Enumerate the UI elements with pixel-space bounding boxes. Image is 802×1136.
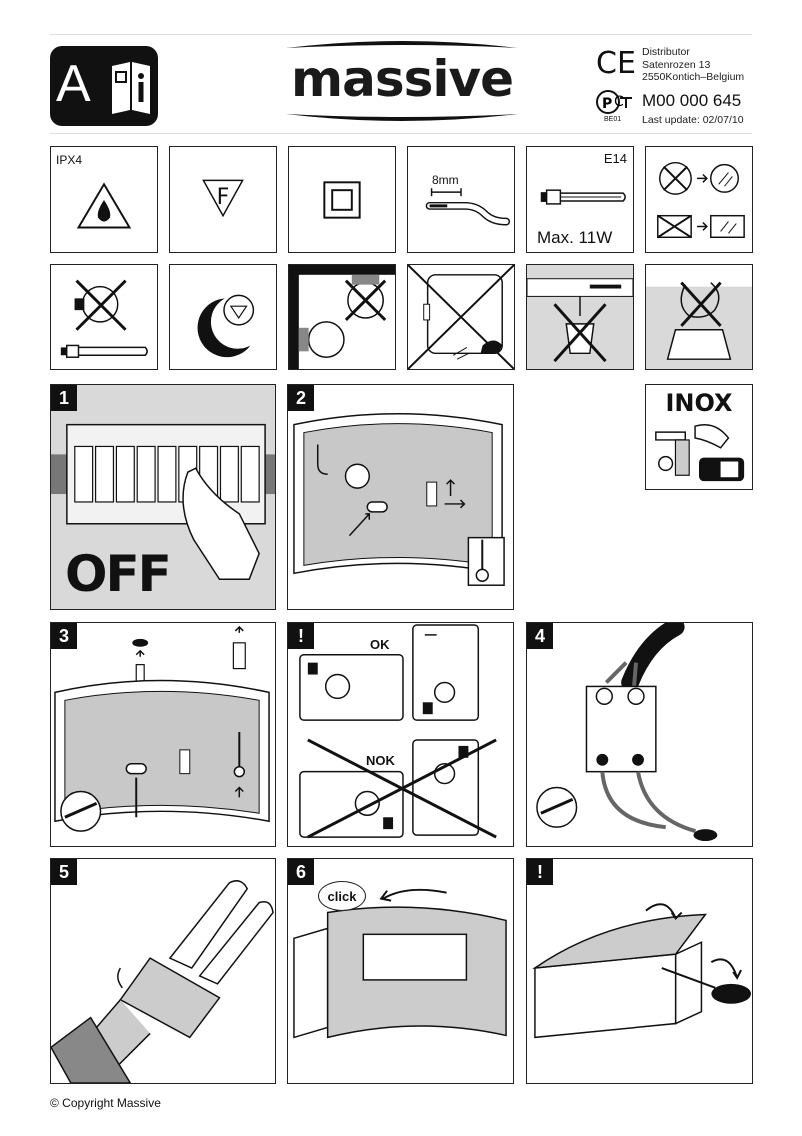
base-plate-illustration <box>293 413 505 586</box>
step-5-panel: 5 <box>50 858 276 1084</box>
f-triangle-icon <box>202 179 244 218</box>
broken-glass-icon <box>657 161 745 239</box>
warning-mark: ! <box>527 859 553 885</box>
brand-name: massive <box>290 50 514 108</box>
step-number: 2 <box>288 385 314 411</box>
terminal-block-illustration <box>536 623 718 842</box>
svg-text:P: P <box>602 96 612 112</box>
no-ceiling-symbol <box>526 264 634 370</box>
brand-logo: massive <box>282 38 522 124</box>
no-cover-symbol <box>645 264 753 370</box>
step-2-panel: 2 <box>287 384 514 610</box>
wire-strip-symbol: 8mm <box>407 146 515 253</box>
cert-label: BE01 <box>604 116 622 123</box>
cfl-bulb-icon <box>540 189 626 205</box>
cleaning-icon <box>655 424 745 482</box>
strip-length-label: 8mm <box>432 173 459 187</box>
product-code: M00 000 645 <box>642 91 742 110</box>
covered-lamp-crossed-icon <box>646 265 752 360</box>
droplet-triangle-icon <box>76 182 132 229</box>
inox-panel: INOX <box>645 384 753 490</box>
glass-replace-symbol <box>645 146 753 253</box>
cover-fit-illustration <box>293 888 507 1039</box>
step-number: 6 <box>288 859 314 885</box>
class-f-label: F <box>216 185 230 210</box>
step-number: 4 <box>527 623 553 649</box>
copyright: © Copyright Massive <box>50 1096 161 1110</box>
step-number: 3 <box>51 623 77 649</box>
top-rule <box>50 34 752 35</box>
ce-mark: CE <box>596 46 636 81</box>
stripped-wire-icon <box>425 188 511 226</box>
distributor-line: Distributor <box>642 46 690 58</box>
distributor-address: Distributor Satenrozen 13 2550Kontich–Be… <box>642 46 744 84</box>
mount-position-icon <box>289 265 395 369</box>
off-label: OFF <box>65 545 172 603</box>
distributor-line: Satenrozen 13 <box>642 58 711 71</box>
step-1-panel: 1 OFF <box>50 384 276 610</box>
crossed-bulb-icon <box>60 279 148 358</box>
click-label: click <box>318 881 366 911</box>
bulb-install-illustration <box>51 880 274 1083</box>
step-number: 5 <box>51 859 77 885</box>
class-ii-symbol <box>288 146 396 253</box>
mounting-illustration <box>54 625 270 832</box>
distributor-line: 2550Kontich–Belgium <box>642 71 745 83</box>
removal-panel: ! <box>526 858 753 1084</box>
socket-label: E14 <box>603 151 627 166</box>
last-update: Last update: 02/07/10 <box>642 114 744 126</box>
pct-cert-icon: P C <box>596 90 632 114</box>
no-dimmer-icon <box>197 294 255 358</box>
section-letter: A <box>56 55 91 113</box>
section-a-badge: A <box>50 46 158 126</box>
warning-mark: ! <box>288 623 314 649</box>
step-6-panel: 6 click <box>287 858 514 1084</box>
cover-removal-illustration <box>532 903 752 1039</box>
svg-text:C: C <box>614 94 624 110</box>
double-square-icon <box>323 181 361 219</box>
nok-label: NOK <box>366 753 395 768</box>
dimmer-symbol <box>169 264 277 370</box>
ok-nok-panel: ! OK NOK <box>287 622 514 847</box>
no-diy-cut-symbol <box>407 264 515 370</box>
ipx-label: IPX4 <box>56 153 83 167</box>
ipx4-symbol: IPX4 <box>50 146 158 253</box>
wall-ceiling-symbol <box>288 264 396 370</box>
inox-label: INOX <box>665 389 733 417</box>
step-number: 1 <box>51 385 77 411</box>
crossed-fixture-icon <box>408 265 514 369</box>
lamp-spec-symbol: E14 Max. 11W <box>526 146 634 253</box>
breaker-panel-illustration <box>51 423 275 581</box>
no-incandescent-symbol <box>50 264 158 370</box>
step-4-panel: 4 <box>526 622 753 847</box>
header-rule <box>50 133 752 134</box>
ceiling-crossed-icon <box>527 278 633 363</box>
orientation-illustration <box>299 624 497 839</box>
ok-label: OK <box>370 637 390 652</box>
class-f-symbol: F <box>169 146 277 253</box>
max-power-label: Max. 11W <box>537 228 613 247</box>
step-3-panel: 3 <box>50 622 276 847</box>
manual-info-icon <box>112 62 150 114</box>
